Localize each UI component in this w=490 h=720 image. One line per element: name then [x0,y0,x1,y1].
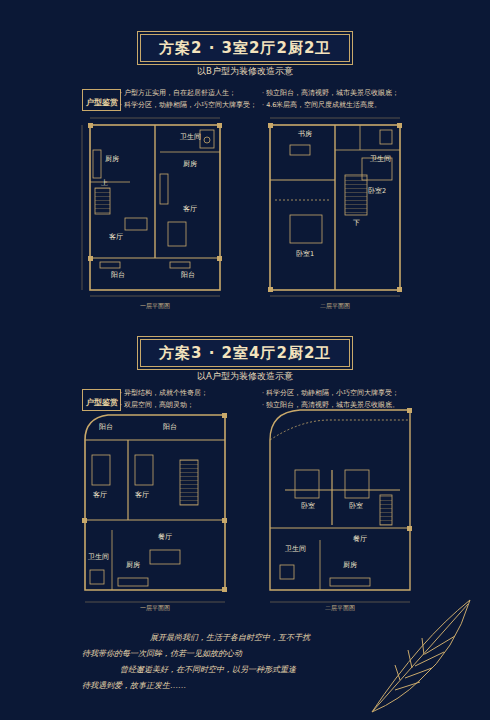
poem-line: 待我带你的每一次回眸，仿若一见如故的心动 [82,650,242,659]
scheme-title: 方案2 · 3室2厅2厨2卫 [159,39,331,57]
room-name: 客厅 [183,206,197,213]
feature-bullet: · 独立阳台，高清视野，城市美景尽收眼底； [262,90,399,97]
feature-bullet: · 科学分区，动静相隔，小巧空间大牌享受； [262,390,399,397]
room-name: 卧室 [301,503,315,510]
room-name: 客厅 [135,492,149,499]
room-name: 客厅 [109,234,123,241]
scheme-banner: 方案3 · 2室4厅2厨2卫 [140,339,350,367]
feature-tag: 户型鉴赏 [82,89,121,111]
room-name: 阳台 [99,424,113,431]
room-name: 书房 [298,131,312,138]
poem-line: 待我遇到爱，故事正发生…… [82,682,186,691]
room-name: 卫生间 [180,134,201,141]
poem-line: 曾经邂逅美好，在不同时空中，以另一种形式重逢 [120,666,296,675]
feature-bullet: · 户型方正实用，自在起居舒适人生； [120,90,236,97]
room-name: 餐厅 [158,534,172,541]
feature-bullet: · 独立阳台，高清视野，城市美景尽收眼底。 [262,402,399,409]
room-name: 卧室2 [368,188,386,195]
tag-text: 户型鉴赏 [86,398,118,407]
room-name: 卫生间 [370,156,391,163]
tag-text: 户型鉴赏 [86,98,118,107]
room-name: 厨房 [183,161,197,168]
scheme-title: 方案3 · 2室4厅2厨2卫 [159,344,331,362]
room-name: 餐厅 [353,536,367,543]
subtitle: 以B户型为装修改造示意 [197,67,293,76]
room-name: 卫生间 [88,554,109,561]
feature-bullet: · 科学分区，动静相隔，小巧空间大牌享受； [120,102,257,109]
plan-caption: 一层平面图 [140,605,170,611]
room-name: 卫生间 [285,546,306,553]
room-name: 卧室 [349,503,363,510]
scheme-banner: 方案2 · 3室2厅2厨2卫 [140,34,350,62]
plan-caption: 二层平面图 [325,605,355,611]
room-name: 厨房 [126,562,140,569]
room-name: 阳台 [163,424,177,431]
room-name: 上 [101,180,108,187]
feature-bullet: · 双层空间，高朗灵动； [120,402,194,409]
room-name: 阳台 [111,272,125,279]
subtitle: 以A户型为装修改造示意 [197,372,293,381]
plan-caption: 二层平面图 [320,303,350,309]
poem-line: 展开最尚我们，生活于各自时空中，互不干扰 [150,634,310,643]
room-name: 阳台 [181,272,195,279]
room-name: 客厅 [93,492,107,499]
plan-caption: 一层平面图 [140,303,170,309]
room-name: 卧室1 [296,251,314,258]
room-name: 厨房 [343,562,357,569]
room-name: 厨房 [105,156,119,163]
room-name: 下 [353,220,360,227]
feature-bullet: · 4.6米层高，空间尺度成就生活高度。 [262,102,381,109]
feature-tag: 户型鉴赏 [82,389,121,411]
feature-bullet: · 异型结构，成就个性奇居； [120,390,208,397]
